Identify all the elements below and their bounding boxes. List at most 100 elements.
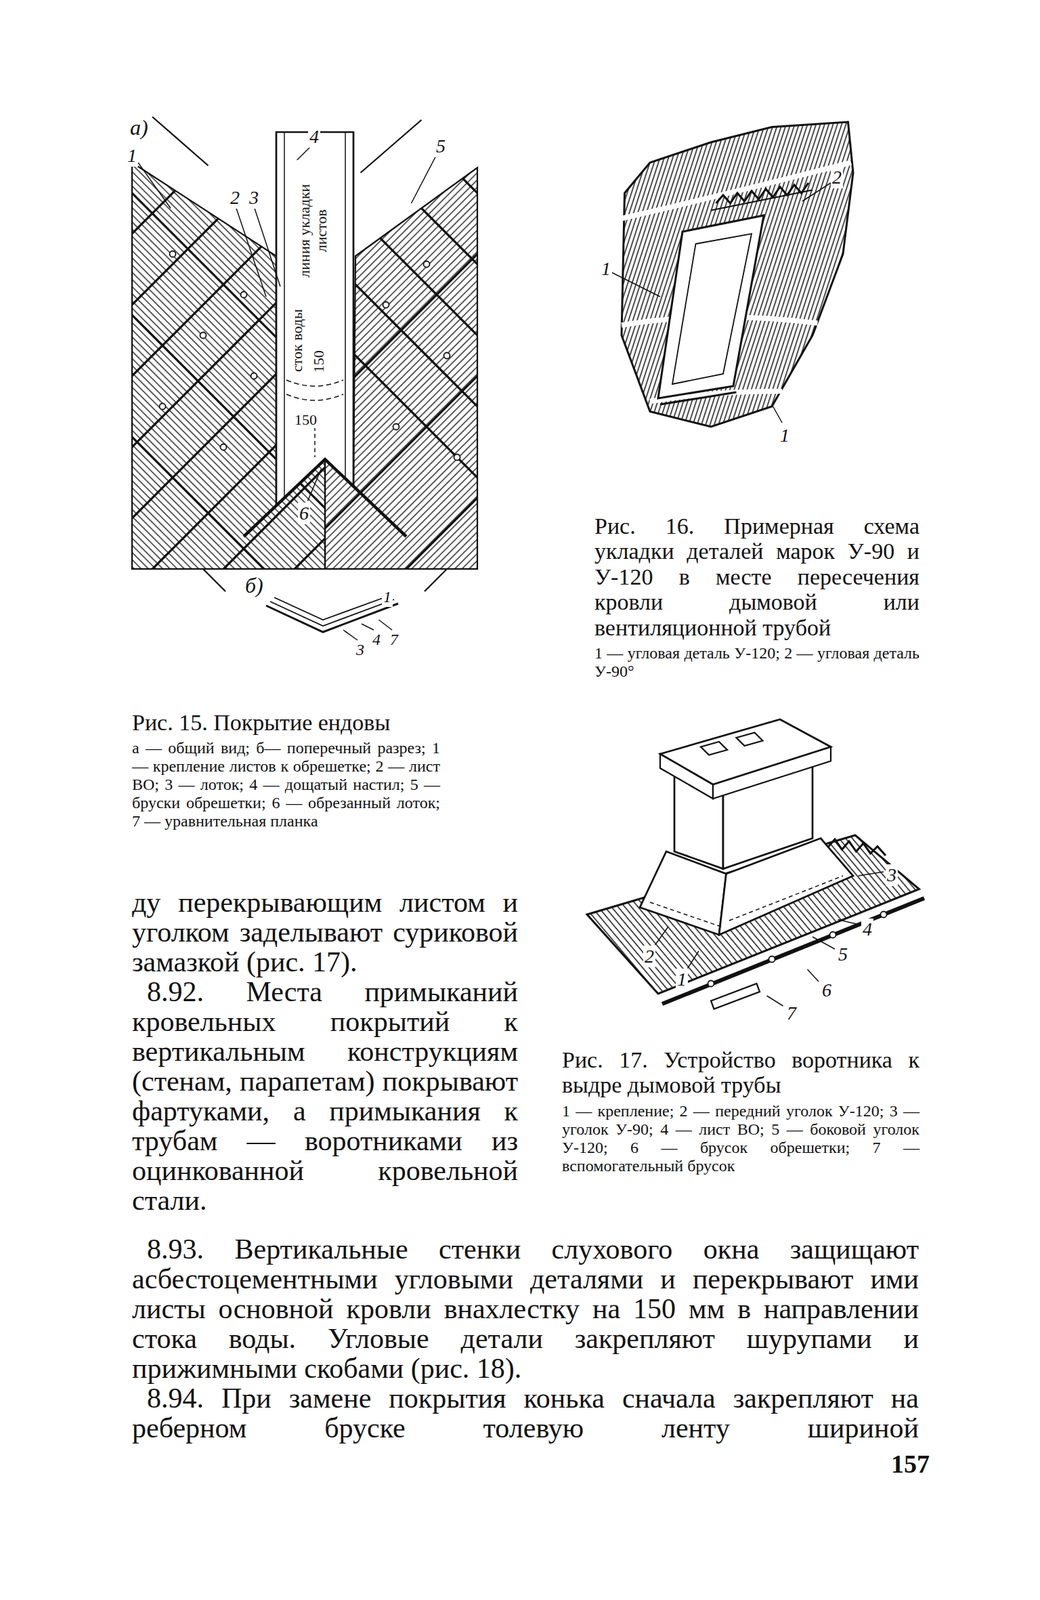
chimney-collar-drawing-part-part	[766, 995, 783, 1006]
valley-roof-drawing-part-part	[220, 443, 227, 450]
figure-legend: 1 — угловая деталь У-120; 2 — угловая де…	[594, 643, 920, 681]
chimney-collar-drawing-part	[735, 731, 763, 746]
chimney-opening-drawing-part-part	[611, 272, 661, 297]
chimney-collar-drawing-part-part	[837, 918, 860, 925]
callout-number: 1	[778, 424, 791, 447]
valley-roof-drawing-part-part	[308, 469, 322, 501]
valley-roof-drawing-part-part	[138, 162, 171, 208]
valley-roof-drawing-part-part	[200, 331, 207, 338]
chimney-collar-drawing-part-part	[654, 926, 669, 945]
chimney-opening-drawing-part	[660, 392, 736, 405]
callout-number: 3	[885, 863, 898, 886]
chimney-collar-drawing-part	[729, 875, 843, 921]
valley-roof-drawing-part	[286, 379, 344, 386]
valley-roof-drawing-part-part	[111, 101, 620, 610]
chimney-collar-drawing-part-part	[687, 950, 699, 969]
chimney-opening-drawing-part	[621, 121, 854, 427]
valley-roof-drawing-part-part	[0, 101, 508, 610]
valley-section-drawing-part	[266, 603, 399, 632]
chimney-collar-drawing-part-part	[829, 930, 836, 938]
valley-roof-drawing-part	[286, 394, 344, 401]
body-paragraph: 8.92. Места примыканий кровельных покрыт…	[132, 976, 518, 1215]
chimney-collar-drawing-part-part	[857, 871, 884, 876]
chimney-collar-drawing-part-part	[812, 936, 835, 949]
figure-caption: Рис. 15. Покрытие ендовы	[132, 709, 485, 735]
valley-roof-drawing-part-part	[0, 101, 407, 610]
dimension: 150	[293, 410, 319, 428]
chimney-collar-drawing-part	[710, 983, 760, 1009]
callout-number: 1	[125, 144, 139, 167]
text-block: 8.93. Вертикальные стенки слухового окна…	[132, 1233, 919, 1443]
chimney-collar-drawing	[587, 719, 925, 1009]
valley-roof-drawing-part-part	[0, 101, 336, 610]
chimney-opening-drawing-part	[621, 162, 852, 219]
valley-roof-drawing-part	[152, 116, 208, 166]
callout-number: 4	[371, 630, 382, 650]
callout-number: 5	[836, 943, 850, 965]
callout-number: 3	[354, 640, 366, 660]
callout-number: 1	[675, 968, 688, 990]
body-paragraph: ду перекрывающим листом и уголком заделы…	[132, 886, 518, 977]
figure-caption: Рис. 16. Примерная схема укладки деталей…	[594, 513, 920, 640]
valley-roof-drawing-part	[360, 119, 422, 173]
chimney-opening-drawing	[611, 121, 854, 427]
valley-roof-drawing-part-part	[423, 260, 430, 267]
callout-number: 2	[830, 166, 843, 189]
valley-roof-drawing	[0, 0, 874, 813]
page-number: 157	[891, 1448, 930, 1479]
figure-legend: 1 — крепление; 2 — передний уголок У-120…	[561, 1101, 920, 1175]
chimney-opening-drawing-part-part	[802, 182, 831, 202]
chimney-collar-drawing-part	[660, 719, 831, 785]
valley-roof-drawing-part-part	[454, 453, 461, 460]
drawing-note: линия укладки листов	[295, 159, 330, 302]
callout-number: 6	[820, 979, 833, 1001]
valley-section-drawing-part	[361, 623, 374, 630]
valley-roof-drawing-part-part	[241, 291, 248, 298]
valley-roof-drawing-part-part	[121, 101, 630, 610]
valley-roof-drawing-part-part	[0, 101, 478, 610]
dimension: 150	[309, 348, 327, 374]
chimney-collar-drawing-part-part	[807, 968, 819, 982]
valley-roof-drawing-part	[243, 459, 407, 537]
callout-number: 5	[434, 135, 447, 158]
figure-letter: а)	[128, 115, 150, 141]
chimney-opening-drawing-part	[672, 233, 752, 384]
chimney-collar-drawing-part-part	[880, 910, 887, 917]
valley-roof-drawing-part-part	[411, 154, 437, 204]
callout-number: 2	[643, 945, 656, 967]
chimney-collar-drawing-part-part	[768, 955, 775, 962]
callout-number: 1	[381, 587, 393, 607]
valley-roof-drawing-part	[203, 568, 226, 592]
valley-roof-drawing-part-part	[393, 423, 400, 430]
callout-number: 7	[785, 1002, 798, 1024]
valley-section-drawing-part	[343, 629, 358, 640]
valley-roof-drawing-part	[283, 132, 285, 498]
valley-roof-drawing-part-part	[251, 372, 258, 379]
chimney-opening-drawing-part	[710, 189, 813, 210]
valley-roof-drawing-part	[314, 426, 315, 458]
chimney-collar-drawing-part	[654, 871, 883, 1006]
valley-roof-drawing-part-part	[235, 205, 267, 296]
callout-number: 6	[297, 502, 311, 525]
chimney-opening-drawing-part	[658, 215, 764, 399]
drawing-note: сток воды	[287, 307, 305, 374]
figure-letter: б)	[243, 572, 265, 598]
callout-number: 2	[228, 186, 242, 209]
chimney-collar-drawing-part-part	[708, 979, 715, 986]
valley-roof-drawing-part-part	[253, 205, 281, 286]
valley-roof-drawing-part-part	[159, 402, 166, 409]
valley-roof-drawing-part-part	[101, 284, 508, 691]
callout-number: 7	[388, 630, 400, 650]
chimney-collar-drawing-part	[700, 741, 728, 755]
chimney-opening-drawing-part	[611, 182, 831, 423]
valley-roof-drawing-part	[0, 40, 762, 813]
valley-roof-drawing-part-part	[40, 101, 549, 610]
valley-roof-drawing-part	[424, 568, 447, 592]
callout-number: 3	[247, 186, 260, 209]
callout-number: 4	[861, 918, 874, 940]
callout-number: 1	[599, 257, 613, 280]
valley-roof-drawing-part	[276, 132, 354, 505]
chimney-collar-drawing-part	[650, 901, 722, 927]
figure-legend: а — общий вид; б— поперечный разрез; 1 —…	[132, 738, 441, 830]
